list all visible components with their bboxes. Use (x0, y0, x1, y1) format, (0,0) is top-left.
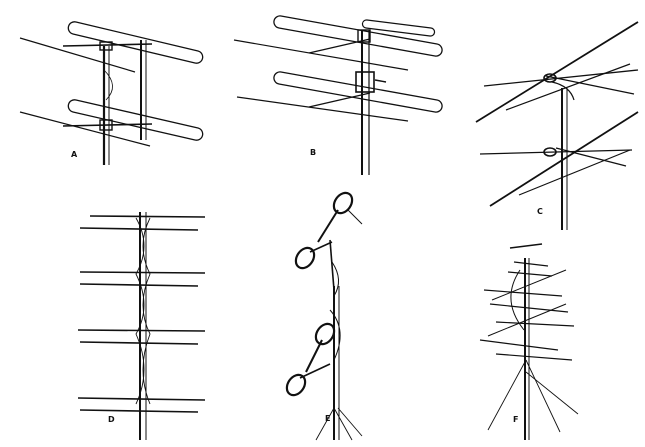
label-f: F (513, 415, 519, 424)
label-d: D (108, 415, 115, 424)
label-e: E (325, 414, 331, 423)
label-b: B (310, 148, 317, 157)
label-c: C (537, 207, 543, 216)
label-a: A (71, 150, 78, 159)
